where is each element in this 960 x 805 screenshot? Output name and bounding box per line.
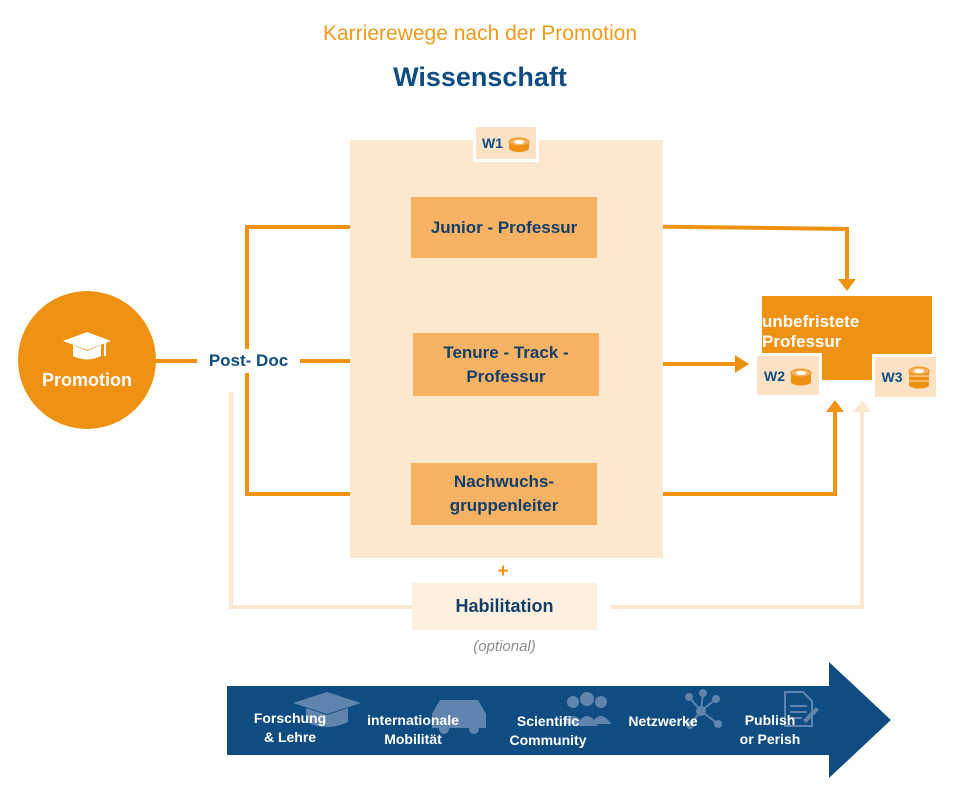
coin-stack-icon (908, 366, 929, 389)
timeline-item-line2: & Lehre (263, 729, 317, 745)
nachwuchs-box: Nachwuchs- gruppenleiter (411, 463, 597, 525)
timeline-arrow (227, 662, 891, 778)
connectors (141, 224, 864, 609)
w2-badge: W2 (754, 353, 822, 398)
timeline-item-netzwerke: Netzwerke (615, 712, 711, 731)
promotion-node: Promotion (18, 291, 156, 429)
junior-arrowhead (838, 279, 856, 291)
document-icon (784, 691, 819, 727)
tenure-track-box: Tenure - Track - Professur (413, 333, 599, 396)
diagram-supertitle: Karrierewege nach der Promotion (323, 22, 637, 45)
junior-professur-box: Junior - Professur (411, 197, 597, 258)
habilitation-box: Habilitation (412, 583, 597, 630)
timeline-item-line1: Scientific (516, 713, 580, 729)
nachwuchs-label-line1: Nachwuchs- (453, 472, 555, 491)
postdoc-to-junior-connector (245, 225, 401, 349)
arrowheads (735, 279, 871, 412)
timeline-item-line1: Publish (744, 712, 796, 728)
graduation-cap-icon (293, 692, 361, 727)
postdoc-label: Post- Doc (197, 349, 300, 373)
postdoc-to-nachwuchs-connector (245, 373, 401, 496)
diagram-title: Wissenschaft (393, 62, 567, 92)
timeline-item-line1: Forschung (253, 710, 327, 726)
timeline-item-line2: or Perish (739, 731, 801, 747)
unbefristete-label-line1: unbefristete (762, 312, 860, 331)
coin-stack-icon (508, 137, 530, 152)
plus-sign: + (497, 561, 509, 582)
timeline-item-line2: Netzwerke (628, 713, 698, 729)
junior-to-professur-connector (609, 224, 849, 280)
timeline-item-community: Scientific Community (496, 712, 600, 750)
graduation-cap-icon (63, 331, 111, 359)
timeline-item-forschung: Forschung & Lehre (240, 709, 340, 747)
unbefristete-label-line2: Professur (762, 332, 842, 351)
timeline-item-line2: Mobilität (384, 731, 442, 747)
timeline-icons (293, 689, 819, 734)
network-icon (685, 689, 722, 729)
timeline-item-line2: Community (509, 732, 587, 748)
tenure-arrowhead (735, 355, 749, 373)
w3-label: W3 (881, 369, 903, 385)
nachwuchs-label-line2: gruppenleiter (449, 496, 559, 515)
w3-badge: W3 (872, 354, 939, 400)
w1-label: W1 (482, 135, 503, 151)
w1-badge: W1 (473, 124, 539, 162)
habilitation-connector-right (610, 412, 864, 609)
coin-stack-icon (790, 368, 812, 385)
timeline-item-publish: Publish or Perish (724, 711, 816, 749)
nachwuchs-to-professur-connector (610, 412, 837, 496)
habilitation-connector-left (229, 392, 412, 609)
nachwuchs-arrowhead (826, 400, 844, 412)
timeline-item-line1: internationale (367, 712, 459, 728)
w2-label: W2 (764, 367, 785, 384)
optional-note: (optional) (473, 638, 536, 655)
tenure-track-label-line2: Professur (466, 366, 546, 386)
habilitation-arrowhead (853, 400, 871, 412)
promotion-label: Promotion (42, 369, 132, 390)
tenure-track-label-line1: Tenure - Track - (443, 342, 569, 362)
habilitation-label: Habilitation (455, 596, 554, 616)
timeline-item-mobilitaet: internationale Mobilität (353, 711, 473, 749)
people-icon (563, 692, 611, 726)
junior-professur-label: Junior - Professur (430, 217, 578, 237)
car-icon (432, 700, 486, 734)
